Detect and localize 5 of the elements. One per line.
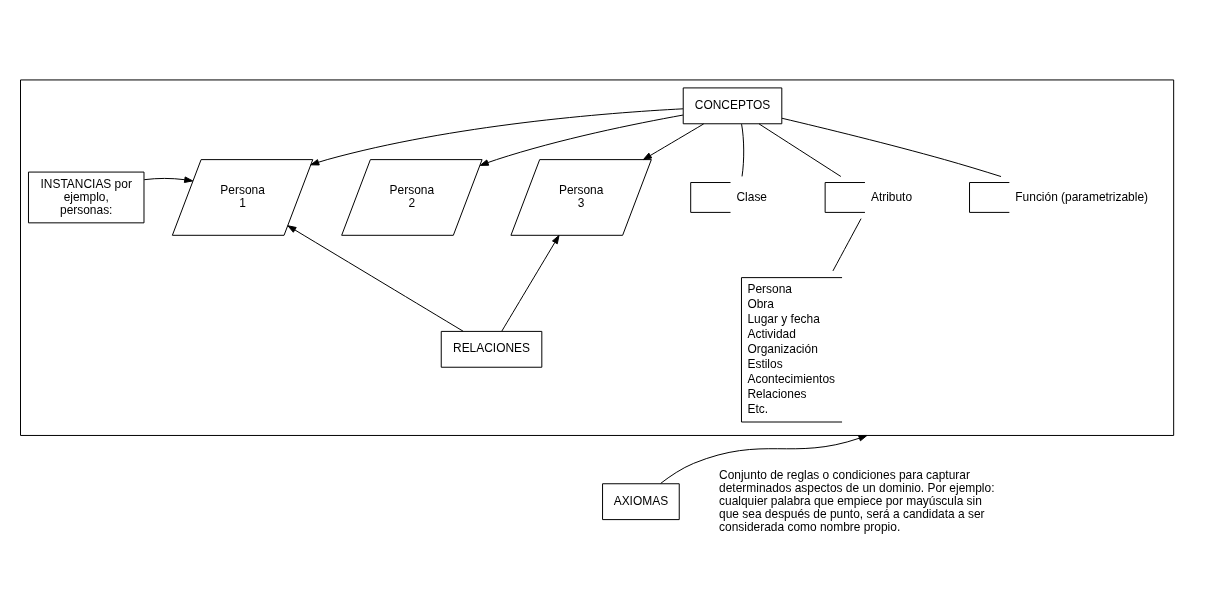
node-text: Atributo (870, 189, 913, 204)
label: Conjunto de reglas o condiciones para capturar determinados aspectos de un dominio. Por ejemplo: cualquier palabra que empiece por mayúscula sin que sea después de punto, será a candidata a ser considerada como nombre propio. (719, 467, 995, 534)
node-text: Función (parametrizable) (1015, 189, 1149, 204)
node-text: Clase (736, 189, 768, 204)
node-text: Persona Obra Lugar y fecha Actividad Organización Estilos Acontecimientos Relaciones Etc. (747, 281, 836, 416)
